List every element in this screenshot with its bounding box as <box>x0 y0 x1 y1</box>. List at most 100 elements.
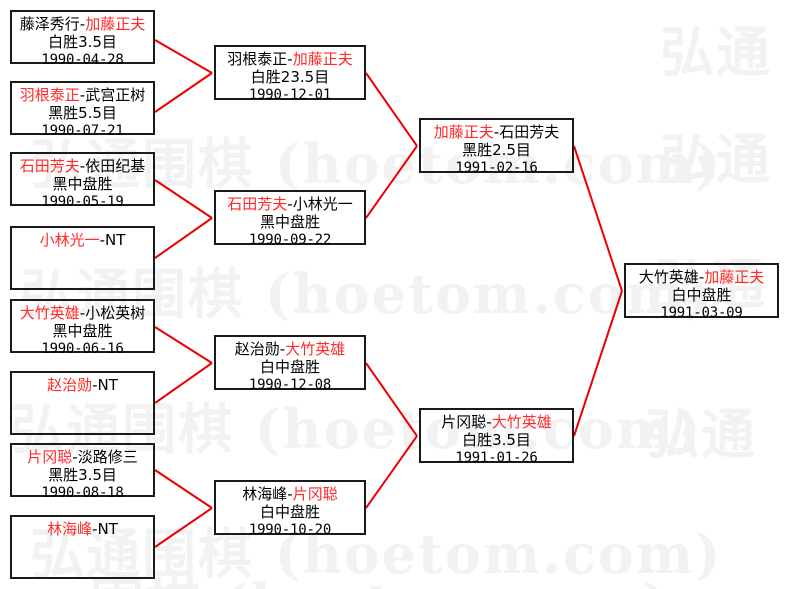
watermark-text: 弘通 <box>645 402 757 466</box>
player-right: 石田芳夫 <box>499 123 560 141</box>
connector-line <box>154 362 213 404</box>
player-separator: - <box>493 123 500 141</box>
player-right: 大竹英雄 <box>285 340 346 358</box>
c-r1m1-r1m2-to-r2m1 <box>154 39 213 113</box>
player-right: 片冈聪 <box>292 485 338 503</box>
match-date: 1991-03-09 <box>660 304 743 321</box>
c-r1m3-r1m4-to-r2m2 <box>154 179 213 259</box>
player-right: NT <box>97 520 118 538</box>
player-left: 石田芳夫 <box>19 157 80 175</box>
match-result: 黑中盘胜 <box>259 213 320 232</box>
match-box-r1m4[interactable]: 小林光一-NT <box>10 226 155 290</box>
player-right: 武宫正树 <box>85 86 146 104</box>
player-separator: - <box>486 413 492 431</box>
match-date: 1990-07-21 <box>41 122 124 139</box>
match-result: 黑胜5.5目 <box>48 104 117 123</box>
match-result: 白胜3.5目 <box>48 33 117 52</box>
connector-line <box>154 179 213 219</box>
player-left: 加藤正夫 <box>433 123 494 141</box>
match-players: 石田芳夫-依田纪基 <box>12 157 153 175</box>
match-result: 黑胜2.5目 <box>462 141 531 160</box>
connector-line <box>154 507 213 548</box>
match-date: 1990-09-22 <box>248 231 332 248</box>
match-date: 1990-12-01 <box>248 86 332 103</box>
match-date: 1990-10-20 <box>248 521 332 538</box>
player-left: 片冈聪 <box>441 413 487 431</box>
player-left: 大竹英雄 <box>638 268 699 286</box>
match-players: 小林光一-NT <box>12 231 153 249</box>
player-right: NT <box>97 376 118 394</box>
match-result: 白中盘胜 <box>259 358 320 377</box>
player-left: 藤泽秀行 <box>19 15 80 33</box>
match-date: 1991-01-26 <box>455 449 538 466</box>
player-right: 小林光一 <box>292 195 353 213</box>
player-right: 淡路修三 <box>77 448 138 466</box>
match-box-r1m6[interactable]: 赵治勋-NT <box>10 371 155 435</box>
watermark-text: 弘通 <box>660 20 772 84</box>
player-right: 大竹英雄 <box>491 413 552 431</box>
player-left: 大竹英雄 <box>19 304 80 322</box>
c-r3m1-r3m2-to-final <box>573 145 623 437</box>
player-right: 加藤正夫 <box>292 50 353 68</box>
c-r1m5-r1m6-to-r2m3 <box>154 326 213 404</box>
match-players: 赵治勋-大竹英雄 <box>216 340 364 358</box>
match-result: 白胜23.5目 <box>250 68 330 87</box>
c-r1m7-r1m8-to-r2m4 <box>154 469 213 548</box>
player-left: 赵治勋 <box>234 340 280 358</box>
connector-line <box>365 362 418 437</box>
match-result: 白中盘胜 <box>671 286 732 305</box>
match-players: 赵治勋-NT <box>12 376 153 394</box>
player-left: 小林光一 <box>39 231 100 249</box>
player-right: 小松英树 <box>85 304 146 322</box>
match-result: 黑胜3.5目 <box>48 466 117 485</box>
player-separator: - <box>72 448 78 466</box>
match-players: 石田芳夫-小林光一 <box>216 195 364 213</box>
connector-line <box>154 469 213 509</box>
match-date: 1991-02-16 <box>455 159 538 176</box>
match-players: 片冈聪-大竹英雄 <box>421 413 572 431</box>
player-separator: - <box>79 15 86 33</box>
match-date: 1990-08-18 <box>41 484 124 501</box>
player-separator: - <box>99 231 106 249</box>
match-players: 林海峰-NT <box>12 520 153 538</box>
connector-line <box>573 145 623 292</box>
player-separator: - <box>92 520 98 538</box>
match-result: 白胜3.5目 <box>462 431 531 450</box>
match-players: 加藤正夫-石田芳夫 <box>421 123 572 141</box>
connector-line <box>365 435 418 509</box>
match-date: 1990-06-16 <box>41 340 124 357</box>
match-box-r1m8[interactable]: 林海峰-NT <box>10 515 155 579</box>
c-r2m3-r2m4-to-r3m2 <box>365 362 418 509</box>
player-left: 羽根泰正 <box>227 50 288 68</box>
connector-line <box>154 326 213 364</box>
watermark-text: 弘通 <box>660 127 772 191</box>
match-players: 林海峰-片冈聪 <box>216 485 364 503</box>
match-players: 羽根泰正-加藤正夫 <box>216 50 364 68</box>
player-separator: - <box>698 268 705 286</box>
connector-line <box>365 72 418 147</box>
match-date: 1990-05-19 <box>41 193 124 210</box>
connector-line <box>365 145 418 219</box>
player-separator: - <box>287 195 293 213</box>
player-left: 羽根泰正 <box>19 86 80 104</box>
player-separator: - <box>79 86 86 104</box>
match-players: 大竹英雄-小松英树 <box>12 304 153 322</box>
player-right: 加藤正夫 <box>704 268 765 286</box>
watermark-text: 围棋 (hoetom.com) <box>90 560 670 589</box>
player-separator: - <box>79 304 86 322</box>
connector-line <box>573 290 623 437</box>
connector-line <box>154 217 213 259</box>
